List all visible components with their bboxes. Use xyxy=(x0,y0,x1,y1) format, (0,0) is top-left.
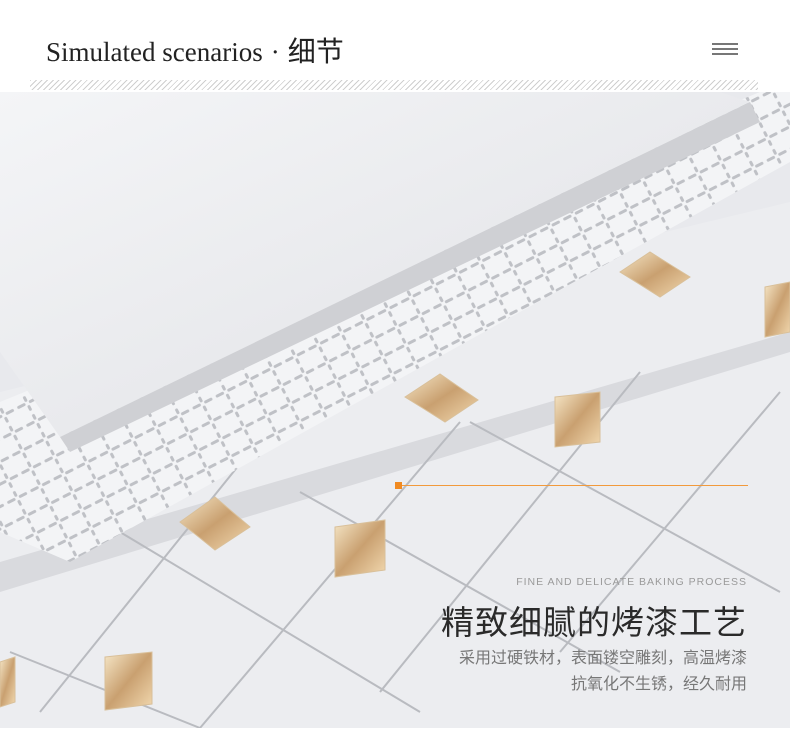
feature-headline: 精致细腻的烤漆工艺 xyxy=(441,603,747,642)
callout-dot xyxy=(395,482,402,489)
callout-line xyxy=(398,485,748,486)
feature-description: 采用过硬铁材，表面镂空雕刻，高温烤漆 抗氧化不生锈，经久耐用 xyxy=(367,645,747,697)
feature-subtitle-en: FINE AND DELICATE BAKING PROCESS xyxy=(516,576,747,588)
feature-desc-line-2: 抗氧化不生锈，经久耐用 xyxy=(570,674,747,693)
title-separator: · xyxy=(270,37,280,67)
title-cn: 细节 xyxy=(287,35,344,68)
header: Simulated scenarios·细节 xyxy=(0,0,790,92)
feature-desc-line-1: 采用过硬铁材，表面镂空雕刻，高温烤漆 xyxy=(458,648,747,667)
page-title: Simulated scenarios·细节 xyxy=(46,30,344,70)
title-en: Simulated scenarios xyxy=(46,37,263,67)
product-detail-photo xyxy=(0,92,790,728)
hatch-divider xyxy=(30,80,758,90)
menu-icon[interactable] xyxy=(712,43,738,57)
